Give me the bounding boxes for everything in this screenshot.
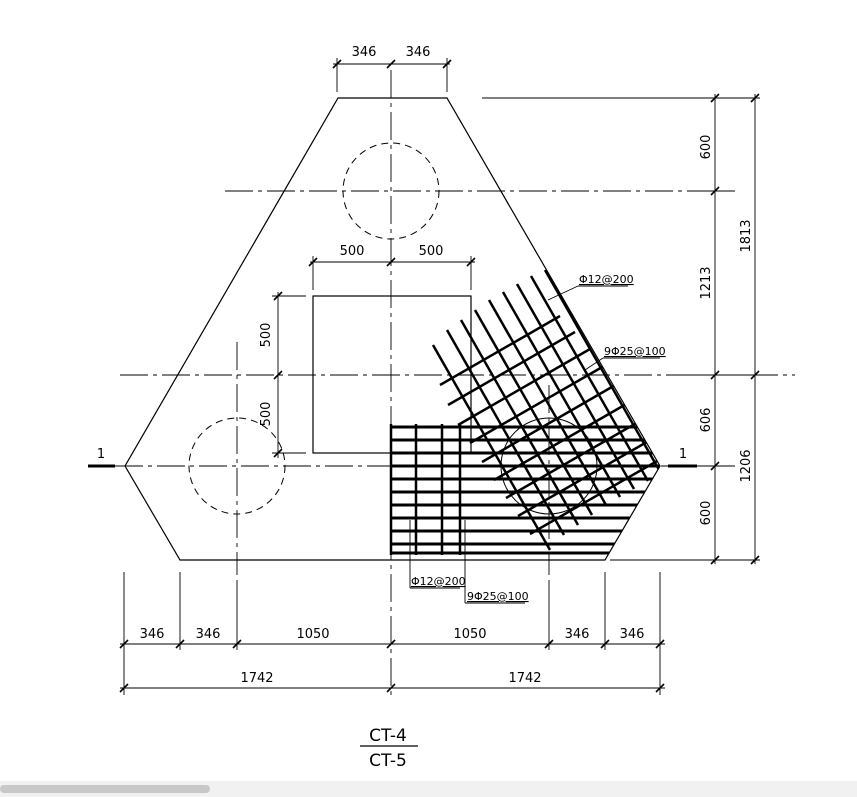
- dim-bottom-1050-left: 1050: [296, 627, 329, 642]
- dim-col-right: 500: [419, 244, 444, 259]
- section-label-right: 1: [679, 447, 687, 462]
- rebar-label-top-main: 9Φ25@100: [604, 345, 666, 358]
- scrollbar-thumb[interactable]: [0, 785, 210, 793]
- dim-bottom-1742-right: 1742: [508, 671, 541, 686]
- dim-col-lower: 500: [259, 402, 274, 427]
- drawing-title-top: CT-4: [369, 726, 407, 746]
- rebar-label-top-dist: Φ12@200: [579, 273, 634, 286]
- dim-right-1213: 1213: [699, 266, 714, 299]
- dim-bottom-346-d: 346: [620, 627, 645, 642]
- rebar-label-bottom-main: 9Φ25@100: [467, 590, 529, 603]
- dim-right-600-bottom: 600: [699, 501, 714, 526]
- dim-bottom-1742-left: 1742: [240, 671, 273, 686]
- dim-col-left: 500: [340, 244, 365, 259]
- dim-col-upper: 500: [259, 323, 274, 348]
- dim-right-1206: 1206: [739, 449, 754, 482]
- piles: [188, 142, 440, 515]
- dim-top-right: 346: [406, 45, 431, 60]
- dim-right-1813: 1813: [739, 219, 754, 252]
- dim-bottom-1050-right: 1050: [453, 627, 486, 642]
- dim-right-606: 606: [699, 408, 714, 433]
- rebar-vertical-short: [389, 424, 462, 555]
- dim-bottom-346-a: 346: [140, 627, 165, 642]
- pile-cap-drawing: 346 346 500 500 500 500 600 1213 1813 60…: [88, 45, 795, 771]
- dim-bottom-346-b: 346: [196, 627, 221, 642]
- drawing-title-bottom: CT-5: [369, 751, 407, 771]
- rebar-horizontal: [391, 425, 660, 555]
- horizontal-scrollbar[interactable]: [0, 781, 857, 797]
- dimension-ticks: [119, 59, 760, 693]
- dimension-lines: [120, 58, 760, 695]
- dim-right-600-top: 600: [699, 135, 714, 160]
- rebar-label-bottom-dist: Φ12@200: [411, 575, 466, 588]
- section-label-left: 1: [97, 447, 105, 462]
- pile-top: [342, 142, 440, 240]
- pile-left: [188, 417, 286, 515]
- dim-bottom-346-c: 346: [565, 627, 590, 642]
- rebar-rotated-grid: [431, 269, 660, 551]
- dim-top-left: 346: [352, 45, 377, 60]
